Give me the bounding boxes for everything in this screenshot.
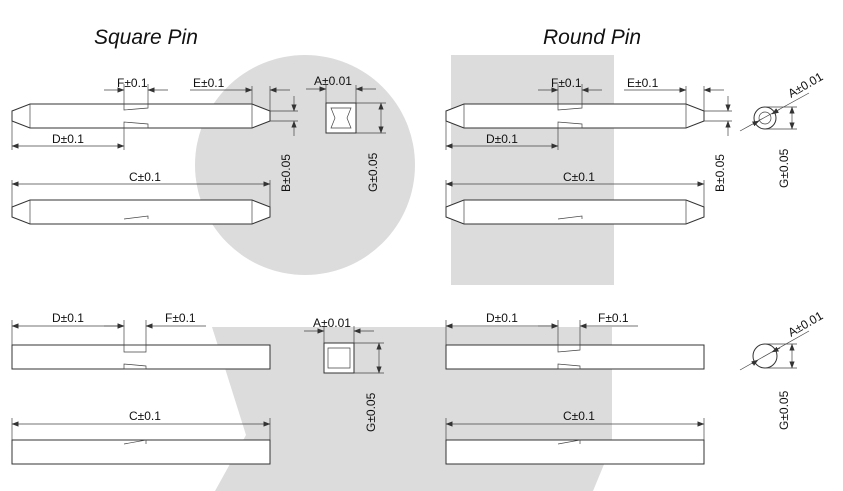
label-f: F±0.1 <box>165 311 196 325</box>
label-d: D±0.1 <box>486 311 518 325</box>
dimension-c-round-top: C±0.1 <box>445 170 705 207</box>
square-pin-pointed-side-view <box>11 103 271 129</box>
round-pin-flat-side-view <box>445 344 705 370</box>
label-c: C±0.1 <box>563 170 595 184</box>
label-g: G±0.05 <box>777 390 791 430</box>
round-cross-section-top: A±0.01 G±0.05 <box>739 69 826 188</box>
square-pin-title: Square Pin <box>94 26 198 49</box>
round-pin-title: Round Pin <box>543 26 641 49</box>
round-pin-pointed-side-view <box>445 103 705 129</box>
dimension-c-square-top: C±0.1 <box>11 170 271 207</box>
dimension-d-round-top: D±0.1 <box>445 121 559 150</box>
label-g: G±0.05 <box>364 392 378 432</box>
dimension-d-square-top: D±0.1 <box>11 121 125 150</box>
label-f: F±0.1 <box>117 76 148 90</box>
dimension-c-square-bottom: C±0.1 <box>11 409 271 440</box>
label-a: A±0.01 <box>314 74 352 88</box>
dimension-f-round-top: F±0.1 <box>538 76 602 104</box>
label-f: F±0.1 <box>551 76 582 90</box>
dimension-c-round-bottom: C±0.1 <box>445 409 705 440</box>
label-f: F±0.1 <box>598 311 629 325</box>
label-b: B±0.05 <box>279 154 293 192</box>
dimension-b-square-top: B±0.05 <box>270 96 298 192</box>
label-d: D±0.1 <box>486 132 518 146</box>
dimension-e-square-top: E±0.1 <box>190 76 290 111</box>
label-e: E±0.1 <box>627 76 659 90</box>
label-e: E±0.1 <box>193 76 225 90</box>
dimension-e-round-top: E±0.1 <box>624 76 724 111</box>
label-a: A±0.01 <box>313 316 351 330</box>
dimension-b-round-top: B±0.05 <box>704 96 732 192</box>
label-c: C±0.1 <box>563 409 595 423</box>
label-g: G±0.05 <box>366 152 380 192</box>
label-b: B±0.05 <box>713 154 727 192</box>
square-pin-pointed-full-view <box>11 199 271 225</box>
square-cross-section-top: A±0.01 G±0.05 <box>306 74 386 192</box>
dimension-f-square-top: F±0.1 <box>104 76 168 104</box>
dimension-f-round-bottom: F±0.1 <box>538 311 638 345</box>
round-pin-pointed-full-view <box>445 199 705 225</box>
label-c: C±0.1 <box>129 170 161 184</box>
round-cross-section-bottom: A±0.01 G±0.05 <box>739 308 826 430</box>
label-c: C±0.1 <box>129 409 161 423</box>
label-a: A±0.01 <box>786 308 826 339</box>
label-d: D±0.1 <box>52 311 84 325</box>
round-pin-flat-full-view <box>445 439 705 465</box>
square-pin-flat-full-view <box>11 439 271 465</box>
square-pin-flat-side-view <box>11 344 271 370</box>
dimension-f-square-bottom: F±0.1 <box>104 311 206 345</box>
label-g: G±0.05 <box>777 148 791 188</box>
label-d: D±0.1 <box>52 132 84 146</box>
square-cross-section-bottom: A±0.01 G±0.05 <box>304 316 384 432</box>
label-a: A±0.01 <box>786 69 826 100</box>
dimension-d-square-bottom: D±0.1 <box>11 311 125 345</box>
